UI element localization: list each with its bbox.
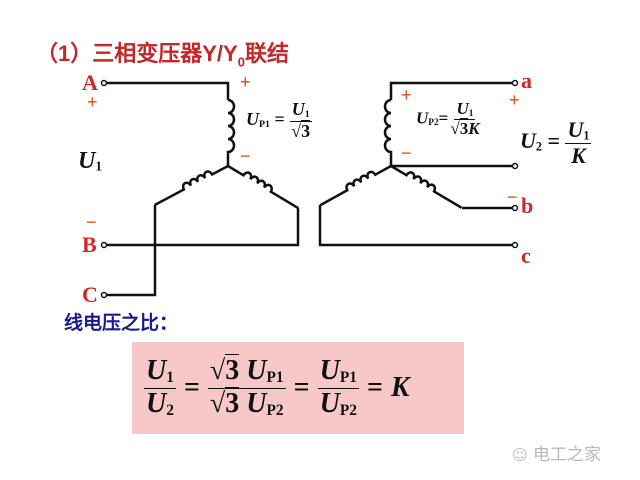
- primary-coil-c: [154, 164, 229, 207]
- wire-a2: [389, 81, 512, 100]
- wechat-icon: ☺: [512, 446, 528, 464]
- minus-sign: −: [240, 146, 251, 166]
- ratio-formula-box: [132, 342, 464, 434]
- watermark: ☺ 电工之家: [512, 445, 602, 465]
- wire-b: [106, 208, 300, 247]
- primary-phase-formula: UP1 = U1√3: [246, 99, 312, 141]
- terminal-a: [511, 79, 519, 87]
- plus-sign: +: [401, 85, 412, 105]
- plus-sign: +: [87, 92, 98, 112]
- primary-line-voltage: U1: [78, 148, 102, 174]
- terminal-neutral: [511, 162, 519, 170]
- label-c: c: [521, 243, 531, 268]
- terminal-b: [511, 204, 519, 212]
- primary-coil-b: [227, 164, 299, 210]
- secondary-coil-a: [383, 98, 512, 168]
- label-A: A: [82, 70, 98, 95]
- label-a: a: [521, 68, 532, 93]
- terminal-A: [100, 79, 108, 87]
- terminal-c: [511, 241, 519, 249]
- wire-a: [106, 81, 230, 100]
- label-C: C: [82, 282, 98, 307]
- plus-sign: +: [240, 72, 251, 92]
- secondary-coil-c: [319, 164, 392, 207]
- terminal-C: [100, 291, 108, 299]
- line-voltage-ratio-label: 线电压之比：: [64, 312, 179, 334]
- label-B: B: [82, 232, 97, 257]
- label-b: b: [521, 193, 534, 218]
- secondary-phase-formula: UP2=U1√3K: [416, 99, 480, 139]
- diagram-title: （1）三相变压器Y/Y0联结: [36, 41, 289, 70]
- primary-coil-a: [226, 98, 236, 166]
- minus-sign: −: [86, 212, 97, 232]
- minus-sign: −: [401, 143, 412, 163]
- wire-c-vertical: [106, 205, 157, 297]
- terminal-B: [100, 241, 108, 249]
- minus-sign: −: [507, 187, 518, 207]
- wire-c2: [318, 205, 512, 247]
- plus-sign: +: [509, 90, 520, 110]
- secondary-coil-b: [390, 164, 463, 209]
